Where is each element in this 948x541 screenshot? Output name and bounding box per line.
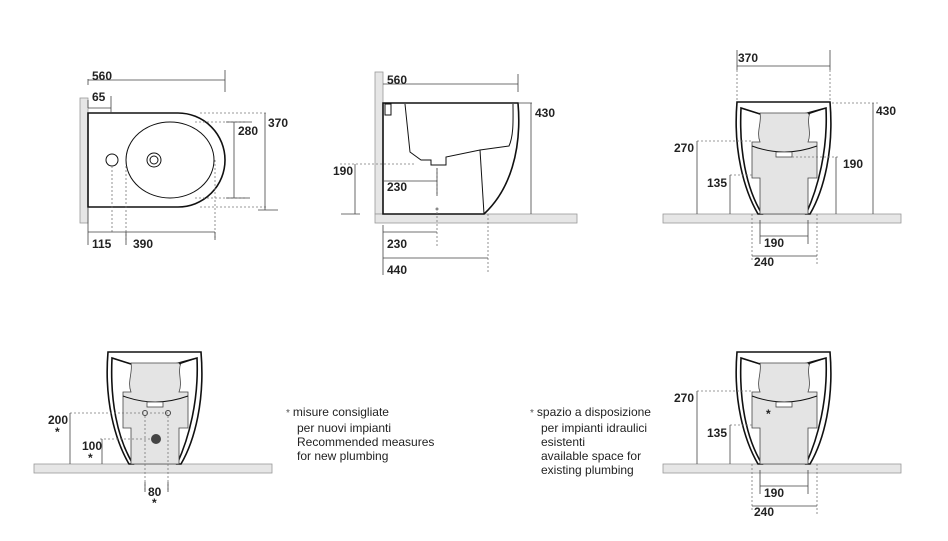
dim-bowl-width: 280 [238, 124, 258, 138]
dim-front-270: 270 [674, 141, 694, 155]
note-line: Recommended measures [297, 435, 435, 449]
marker-star: * [55, 425, 60, 439]
note-available: *spazio a disposizione per impianti idra… [530, 405, 651, 477]
dim-front-foot-inner: 190 [764, 236, 784, 250]
note-line: spazio a disposizione [536, 405, 651, 419]
dim-outlet-distance: 230 [387, 180, 407, 194]
top-view: 560 65 280 370 115 390 [79, 69, 288, 251]
dim-supply-height: 200 [48, 413, 68, 427]
dim-front-outlet: 190 [843, 157, 863, 171]
note-line: for new plumbing [297, 449, 389, 463]
dim-tap-offset: 115 [92, 237, 112, 251]
plumbing-new-view: 200 * 100 * 80 * [33, 351, 273, 510]
dim-wall-offset: 65 [92, 90, 106, 104]
star-icon: * [286, 408, 290, 419]
dim-bowl-length: 390 [133, 237, 153, 251]
dim-overall-length: 560 [92, 69, 112, 83]
dim-front-width: 370 [738, 51, 758, 65]
dim-outlet-height: 190 [333, 164, 353, 178]
marker-star: * [766, 407, 771, 421]
dim-drain-height: 100 [82, 439, 102, 453]
drain-outlet [151, 434, 161, 444]
dim-existing-foot-outer: 240 [754, 505, 774, 519]
dim-side-height: 430 [535, 106, 555, 120]
star-icon: * [530, 408, 534, 419]
dim-overall-width: 370 [268, 116, 288, 130]
note-line: per impianti idraulici [541, 421, 648, 435]
front-view: 370 430 270 135 190 190 240 [662, 50, 902, 269]
marker-star: * [88, 451, 93, 465]
marker-star: * [152, 496, 157, 510]
dim-existing-135: 135 [707, 426, 727, 440]
note-recommended: *misure consigliate per nuovi impianti R… [286, 405, 434, 463]
dim-front-foot-outer: 240 [754, 255, 774, 269]
dim-front-135: 135 [707, 176, 727, 190]
dim-floor-fix: 230 [387, 237, 407, 251]
dim-supply-spacing: 80 [148, 485, 162, 499]
note-line: available space for [541, 449, 642, 463]
bidet-top-outline [87, 112, 226, 208]
dim-front-height: 430 [876, 104, 896, 118]
dim-foot-length: 440 [387, 263, 407, 277]
dim-existing-270: 270 [674, 391, 694, 405]
wall [79, 97, 89, 224]
note-line: per nuovi impianti [297, 421, 392, 435]
drain [146, 152, 162, 168]
note-line: existing plumbing [541, 463, 634, 477]
dim-side-length: 560 [387, 73, 407, 87]
note-line: misure consigliate [292, 405, 389, 419]
side-view: 560 430 190 230 230 440 [333, 71, 578, 277]
note-line: esistenti [541, 435, 586, 449]
plumbing-existing-view: 270 135 * 190 240 [662, 351, 902, 519]
dim-existing-foot-inner: 190 [764, 486, 784, 500]
